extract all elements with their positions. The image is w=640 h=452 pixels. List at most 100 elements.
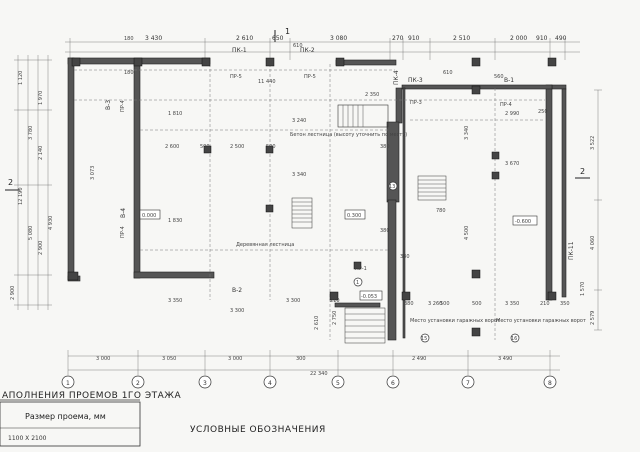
level-mark-1: 0.000 — [139, 209, 161, 220]
beam-label-pk11: ПК-11 — [568, 241, 575, 260]
axis-4: 4 — [268, 380, 272, 387]
legend-title: УСЛОВНЫЕ ОБОЗНАЧЕНИЯ — [190, 425, 326, 435]
inner-dim-19: 500 — [266, 144, 276, 150]
bottom-dim-2: 3 050 — [162, 356, 176, 362]
inner-dim-16: 250 — [538, 109, 548, 115]
level-mark-2: 0.300 — [344, 209, 366, 220]
right-dim-4: 2 579 — [590, 311, 596, 325]
inner-dim-1: 2 600 — [165, 144, 179, 150]
top-mark-4: 610 — [443, 70, 453, 76]
inner-dim-29: 210 — [330, 298, 340, 304]
inner-dim-13: 2 750 — [332, 311, 338, 325]
right-dim-3: 1 570 — [580, 282, 586, 296]
entry-stair — [344, 307, 386, 344]
top-dim-7: 2 510 — [453, 35, 470, 42]
inner-dim-17: 380 — [380, 144, 390, 150]
table-row-size: 1100 X 2100 — [8, 435, 47, 442]
level-mark-4: -0.053 — [359, 290, 383, 301]
inner-dim-5: 3 300 — [286, 298, 300, 304]
beam-label-pr4-a: ПР-4 — [120, 100, 126, 112]
inner-dim-21: 500 — [472, 301, 482, 307]
inner-dim-11: 3 260 — [428, 301, 442, 307]
axis-7: 7 — [466, 380, 470, 387]
bottom-dim-4: 300 — [296, 356, 306, 362]
top-dim-5: 270 — [392, 35, 404, 42]
axis-1: 1 — [66, 380, 70, 387]
inner-dim-26: 1 830 — [168, 218, 182, 224]
axis-3: 3 — [203, 380, 207, 387]
inner-dim-28: 2 610 — [314, 316, 320, 330]
columns — [67, 57, 557, 337]
concrete-stair — [337, 104, 389, 128]
opening-note-1: Место установки гаражных ворот — [410, 318, 500, 324]
inner-dim-30: 210 — [540, 301, 550, 307]
callout-16-label: 16 — [511, 336, 517, 342]
left-dim-7: 2 900 — [38, 241, 44, 255]
inner-dim-7: 3 340 — [292, 172, 306, 178]
top-dim-4: 3 080 — [330, 35, 347, 42]
section-mark-1-label: 1 — [285, 27, 290, 36]
callout-1: 1 — [353, 277, 363, 287]
callout-16: 16 — [510, 333, 520, 343]
inner-dim-31: 350 — [560, 301, 570, 307]
beam-label-pk3: ПК-3 — [408, 77, 423, 84]
beam-label-pr5-a: ПР-5 — [230, 74, 242, 80]
beam-label-pr3: ПР-3 — [410, 100, 422, 106]
inner-dim-20: 500 — [440, 301, 450, 307]
level-1: 0.000 — [142, 213, 156, 219]
beam-label-v1: В-1 — [504, 77, 514, 84]
inner-dim-24: 780 — [436, 208, 446, 214]
left-dim-5: 12 190 — [18, 188, 24, 206]
top-dim-9: 910 — [536, 35, 548, 42]
wooden-stair — [291, 197, 313, 229]
top-dim-8: 2 000 — [510, 35, 527, 42]
inner-dim-10: 3 300 — [230, 308, 244, 314]
top-dimension-line: 3 430 2 610 650 3 080 270 910 2 510 2 00… — [65, 35, 580, 76]
left-dimension-lines — [14, 55, 52, 310]
section-mark-2-label: 2 — [8, 178, 13, 187]
beam-label-pk4: ПК-4 — [393, 70, 400, 85]
top-dim-2: 2 610 — [236, 35, 253, 42]
inner-dim-8: 3 670 — [505, 161, 519, 167]
beam-label-v4: В-4 — [120, 208, 127, 218]
beam-label-pk1: ПК-1 — [232, 47, 247, 54]
opening-note-2: Место установки гаражных ворот — [496, 318, 586, 324]
top-mark-1: 180 — [124, 36, 134, 42]
inner-dim-22: 380 — [380, 228, 390, 234]
inner-dim-4: 3 350 — [168, 298, 182, 304]
top-dim-6: 910 — [408, 35, 420, 42]
left-dim-1: 1 120 — [18, 71, 24, 85]
axis-2: 2 — [136, 380, 140, 387]
axis-bubbles — [61, 375, 557, 389]
level-3: -0.600 — [515, 219, 531, 225]
axis-8: 8 — [548, 380, 552, 387]
left-dim-6: 5 080 — [28, 226, 34, 240]
section-mark-right: 2 — [575, 167, 590, 179]
callout-13: 13 — [388, 181, 398, 191]
callout-15: 15 — [420, 333, 430, 343]
beam-label-pr1: ПР-1 — [355, 266, 367, 272]
left-dim-2: 3 780 — [28, 126, 34, 140]
inner-dim-2: 2 500 — [230, 144, 244, 150]
inner-dim-18: 500 — [200, 144, 210, 150]
callout-13-label: 13 — [389, 184, 395, 190]
inner-dim-14: 2 990 — [505, 111, 519, 117]
section-mark-left: 2 — [5, 178, 20, 191]
bottom-dim-total: 22 340 — [310, 371, 328, 377]
inner-dim-15: 2 350 — [365, 92, 379, 98]
right-dimension-lines — [594, 89, 602, 331]
inner-dim-33: 4 500 — [464, 226, 470, 240]
right-dim-1: 3 522 — [590, 136, 596, 150]
opening-schedule-table — [0, 399, 141, 447]
top-dim-10: 490 — [555, 35, 567, 42]
top-mark-2: 180 — [124, 70, 134, 76]
top-dim-1: 3 430 — [145, 35, 162, 42]
beam-label-pr5-b: ПР-5 — [304, 74, 316, 80]
axis-6: 6 — [391, 380, 395, 387]
level-2: 0.300 — [347, 213, 361, 219]
table-title: АПОЛНЕНИЯ ПРОЕМОВ 1ГО ЭТАЖА — [2, 391, 181, 401]
top-dim-3: 650 — [272, 35, 284, 42]
section-mark-top: 1 — [274, 27, 290, 42]
left-dim-9: 2 900 — [10, 286, 16, 300]
